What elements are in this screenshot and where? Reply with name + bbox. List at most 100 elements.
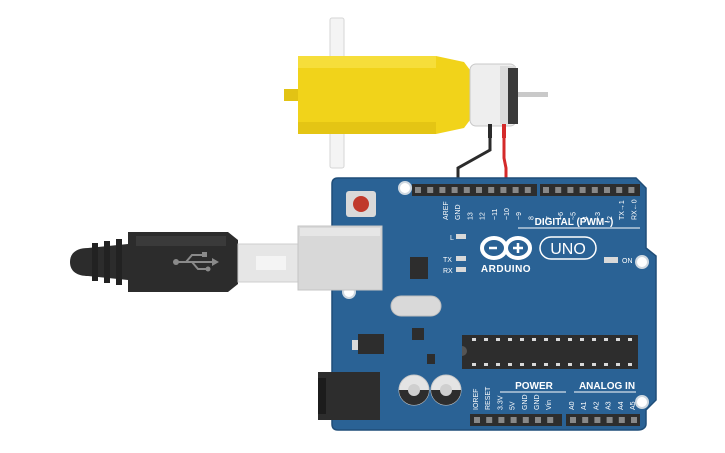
dc-motor[interactable] bbox=[284, 17, 548, 169]
uno-badge bbox=[539, 236, 597, 260]
rx-led-label: RX bbox=[443, 268, 453, 275]
header-hole bbox=[606, 417, 613, 423]
usb-metal-inset bbox=[256, 256, 286, 270]
header-hole bbox=[555, 187, 562, 193]
analog-header[interactable] bbox=[566, 414, 640, 426]
voltage-regulator bbox=[358, 334, 384, 354]
chip-pin bbox=[544, 338, 548, 341]
crystal-oscillator bbox=[390, 295, 442, 317]
motor-gearbox-bottom bbox=[298, 122, 436, 134]
arduino-brand-text: ARDUINO bbox=[481, 264, 531, 275]
chip-pin bbox=[508, 338, 512, 341]
header-hole bbox=[427, 187, 434, 193]
pin-label: GND bbox=[534, 394, 541, 410]
pin-label: ~6 bbox=[558, 212, 565, 220]
motor-end-cap bbox=[508, 68, 518, 124]
rx-led bbox=[456, 267, 466, 272]
pin-label: A1 bbox=[581, 401, 588, 410]
tx-led-label: TX bbox=[443, 257, 452, 264]
motor-gearbox bbox=[298, 56, 470, 134]
header-hole bbox=[510, 417, 517, 423]
header-hole bbox=[524, 187, 531, 193]
l-led bbox=[456, 234, 466, 239]
mounting-hole bbox=[635, 395, 649, 409]
header-hole bbox=[463, 187, 470, 193]
bottom-header-holes bbox=[474, 417, 637, 423]
board-usb-port-top bbox=[300, 228, 380, 236]
pin-label: RX←0 bbox=[631, 199, 638, 220]
usb-cable[interactable] bbox=[70, 232, 299, 292]
analog-header-label: ANALOG IN bbox=[579, 381, 635, 392]
chip-pin bbox=[520, 338, 524, 341]
digital-header-label: DIGITAL (PWM~) bbox=[535, 217, 614, 228]
chip-pin bbox=[484, 363, 488, 366]
regulator-pin bbox=[352, 340, 358, 350]
board-usb-port bbox=[297, 225, 383, 291]
header-hole bbox=[591, 187, 598, 193]
digital-header-right[interactable] bbox=[540, 184, 640, 196]
pin-label: ~11 bbox=[492, 209, 499, 220]
chip-pin bbox=[472, 363, 476, 366]
chip-pin bbox=[628, 363, 632, 366]
header-hole bbox=[604, 187, 610, 193]
chip-pin bbox=[544, 363, 548, 366]
chip-pin bbox=[556, 338, 560, 341]
header-hole bbox=[567, 187, 574, 193]
usb-ridge-2 bbox=[104, 241, 110, 283]
pin-label: 5V bbox=[510, 401, 517, 410]
l-led-label: L bbox=[450, 235, 454, 242]
atmega328-chip bbox=[462, 335, 638, 369]
usb-interface-chip bbox=[410, 257, 428, 279]
header-hole bbox=[535, 417, 541, 423]
pin-label: A2 bbox=[593, 401, 600, 410]
chip-pin bbox=[472, 338, 476, 341]
motor-gearbox-shade bbox=[298, 56, 436, 68]
pin-label: IOREF bbox=[473, 389, 480, 410]
pin-label: A5 bbox=[630, 401, 637, 410]
tx-led bbox=[456, 256, 466, 261]
usb-symbol-icon bbox=[173, 252, 219, 272]
chip-pin bbox=[616, 363, 620, 366]
on-led bbox=[604, 257, 618, 263]
mounting-hole bbox=[398, 181, 412, 195]
chip-pin bbox=[520, 363, 524, 366]
pin-label: GND bbox=[522, 394, 529, 410]
uno-text: UNO bbox=[550, 241, 586, 258]
chip-pin bbox=[496, 363, 500, 366]
header-hole bbox=[439, 187, 446, 193]
power-header-label: POWER bbox=[515, 381, 554, 392]
header-hole bbox=[474, 417, 480, 423]
chip-pin bbox=[532, 363, 536, 366]
usb-ridge-1 bbox=[92, 243, 98, 281]
header-hole bbox=[415, 187, 421, 193]
header-hole bbox=[618, 417, 625, 423]
pin-label: A3 bbox=[606, 401, 613, 410]
pin-label: 3.3V bbox=[497, 395, 504, 410]
on-led-label: ON bbox=[622, 258, 633, 265]
pin-label: 12 bbox=[480, 212, 487, 220]
pin-label: ~3 bbox=[595, 212, 602, 220]
usb-plug-highlight bbox=[136, 236, 226, 246]
pin-label: ~5 bbox=[570, 212, 577, 220]
header-hole bbox=[594, 417, 601, 423]
dc-barrel-jack[interactable] bbox=[318, 372, 380, 420]
usb-ridge-3 bbox=[116, 239, 122, 285]
chip-pin bbox=[604, 363, 608, 366]
chip-pin bbox=[568, 363, 572, 366]
mounting-hole bbox=[635, 255, 649, 269]
pin-label: A0 bbox=[569, 401, 576, 410]
motor-output-shaft bbox=[518, 92, 548, 97]
chip-pin bbox=[508, 363, 512, 366]
arduino-logo-icon bbox=[480, 236, 532, 260]
motor-terminal-black bbox=[488, 124, 492, 138]
header-hole bbox=[570, 417, 576, 423]
header-hole bbox=[488, 187, 495, 193]
reset-button[interactable] bbox=[353, 196, 369, 212]
pin-label: RESET bbox=[485, 386, 492, 410]
capacitor bbox=[398, 374, 430, 406]
small-smd-chip bbox=[412, 328, 424, 340]
header-hole bbox=[543, 187, 549, 193]
